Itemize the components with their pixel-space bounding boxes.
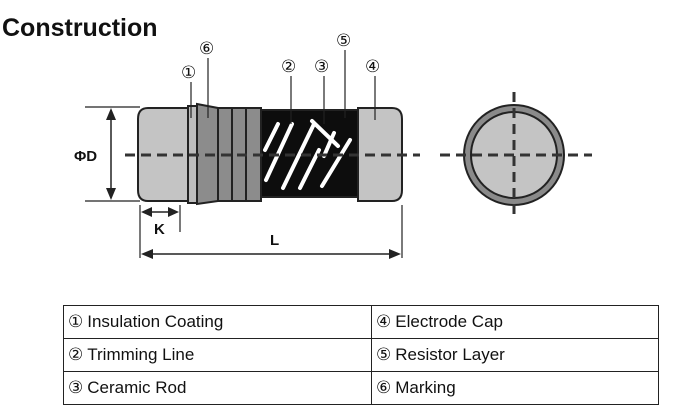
trimming-lines	[263, 119, 352, 190]
right-electrode-cap	[357, 107, 403, 202]
legend-label: Insulation Coating	[87, 312, 224, 331]
l-arrow-right	[389, 249, 401, 259]
trimming-line-5	[310, 119, 340, 148]
legend-label: Marking	[395, 378, 456, 397]
page-title: Construction	[2, 14, 158, 42]
legend-label: Electrode Cap	[395, 312, 503, 331]
legend-number: ⑥	[376, 378, 392, 397]
legend-number: ③	[68, 378, 84, 397]
trimming-line-4	[298, 148, 321, 190]
trimming-line-2	[264, 122, 294, 182]
k-arrow-left	[141, 207, 152, 217]
resistor-construction-diagram: ΦD K L ⑥ ① ② ③ ⑤ ④	[74, 31, 592, 259]
legend-label: Resistor Layer	[395, 345, 505, 364]
legend-number: ①	[68, 312, 84, 331]
trimming-line-3	[281, 122, 316, 190]
diameter-label: ΦD	[74, 148, 97, 165]
l-label: L	[270, 232, 279, 249]
l-arrow-left	[141, 249, 153, 259]
legend-number: ④	[376, 312, 392, 331]
callout-1: ①	[181, 63, 196, 82]
callout-2: ②	[281, 57, 296, 76]
callout-5: ⑤	[336, 31, 351, 50]
legend-number: ②	[68, 345, 84, 364]
k-arrow-right	[168, 207, 179, 217]
trimming-line-1	[263, 122, 280, 152]
legend-label: Trimming Line	[87, 345, 195, 364]
diameter-arrow-down	[106, 188, 116, 200]
trimming-line-6	[322, 131, 336, 158]
trimming-line-7	[320, 138, 352, 188]
callout-6: ⑥	[199, 39, 214, 58]
callout-3: ③	[314, 57, 329, 76]
callout-4: ④	[365, 57, 380, 76]
k-label: K	[154, 221, 165, 238]
legend-number: ⑤	[376, 345, 392, 364]
legend-label: Ceramic Rod	[87, 378, 187, 397]
diameter-arrow-up	[106, 108, 116, 120]
